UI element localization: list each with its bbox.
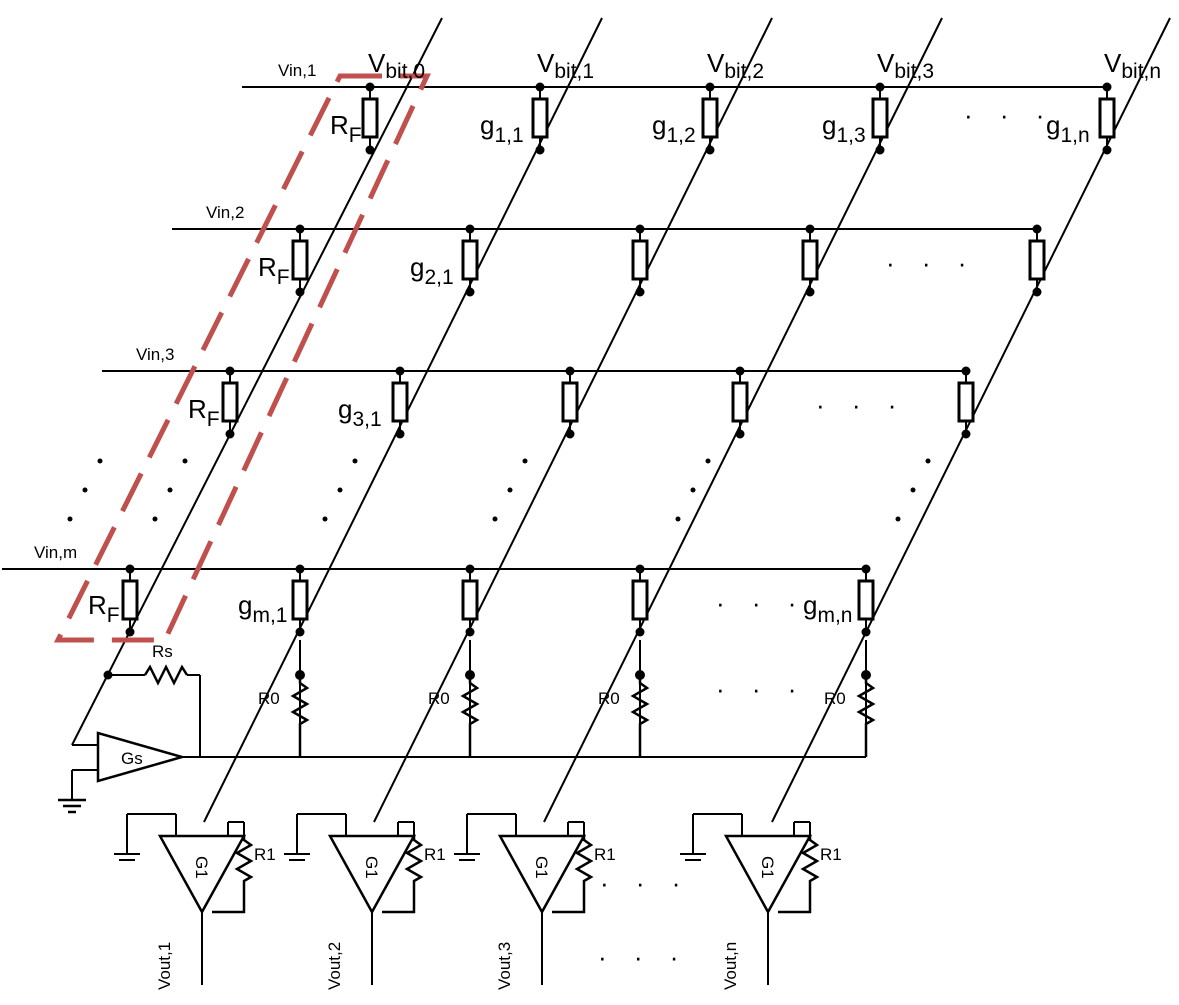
g1-label-2: G1 [362,856,381,879]
ellipsis-r0: · · · [716,674,806,704]
vout-label-n: Vout,n [721,942,740,990]
g-label-1-1: g1,1 [480,110,524,147]
g-label-3-1: g3,1 [338,394,382,431]
g-label-1-3: g1,3 [822,110,866,147]
rs-label: Rs [152,642,173,661]
row-3-cells [221,366,975,439]
gs-amplifier-triangle [96,731,187,783]
rf-label-3: RF [188,394,220,431]
memristor-g11 [531,97,549,139]
r0-resistors [290,640,876,757]
bitline-label-2: Vbit,2 [707,48,764,83]
vout-label-1: Vout,1 [155,942,174,990]
r1-label-2: R1 [424,845,446,864]
rf-resistor [361,97,379,139]
r1-label-1: R1 [254,845,276,864]
output-amp-3 [454,813,594,985]
row-1-cells [361,82,1116,155]
output-amp-1 [114,813,254,985]
bitline-label-3: Vbit,3 [877,48,934,83]
memristor-g13 [871,97,889,139]
vout-label-3: Vout,3 [495,942,514,990]
ellipsis-row-1: · · · [964,100,1054,130]
ellipsis-row-3: · · · [816,390,906,420]
g-label-m-n: gm,n [803,590,852,627]
feedback-column-highlight [53,73,431,643]
memristor-g1n [1098,97,1116,139]
g-label-1-n: g1,n [1046,110,1090,147]
input-label-m: Vin,m [34,543,77,562]
bitline-label-1: Vbit,1 [537,48,594,83]
r0-label-n: R0 [824,689,846,708]
output-amp-2 [284,813,424,985]
bitline-label-0: Vbit,0 [368,48,425,83]
row-2-cells [291,224,1046,297]
g1-label-n: G1 [758,856,777,879]
bit-line-0 [71,17,443,746]
output-amp-n [680,813,820,985]
ellipsis-outputs: · · · [598,942,688,972]
sense-amplifier-block [58,664,201,814]
ellipsis-amps: · · · [600,868,690,898]
r1-label-n: R1 [820,845,842,864]
r0-label-1: R0 [258,689,280,708]
ellipsis-row-2: · · · [886,248,976,278]
g-label-1-2: g1,2 [652,110,696,147]
input-label-3: Vin,3 [136,345,174,364]
memristor-g12 [701,97,719,139]
bitline-label-n: Vbit,n [1104,48,1161,83]
r0-label-3: R0 [598,689,620,708]
input-label-1: Vin,1 [278,61,316,80]
r0-label-2: R0 [428,689,450,708]
input-label-2: Vin,2 [206,203,244,222]
g1-label-3: G1 [532,856,551,879]
g1-label-1: G1 [192,856,211,879]
ellipsis-row-m: · · · [716,588,806,618]
vout-label-2: Vout,2 [325,942,344,990]
ground-icon [58,798,86,814]
g-label-m-1: gm,1 [238,590,287,627]
rf-label-1: RF [330,110,362,147]
rf-label-2: RF [258,252,290,289]
vertical-ellipsis-group [67,458,931,522]
g-label-2-1: g2,1 [410,252,454,289]
row-m-cells [121,564,875,637]
gs-label: Gs [121,749,143,768]
r1-label-3: R1 [594,845,616,864]
rf-label-m: RF [88,590,120,627]
